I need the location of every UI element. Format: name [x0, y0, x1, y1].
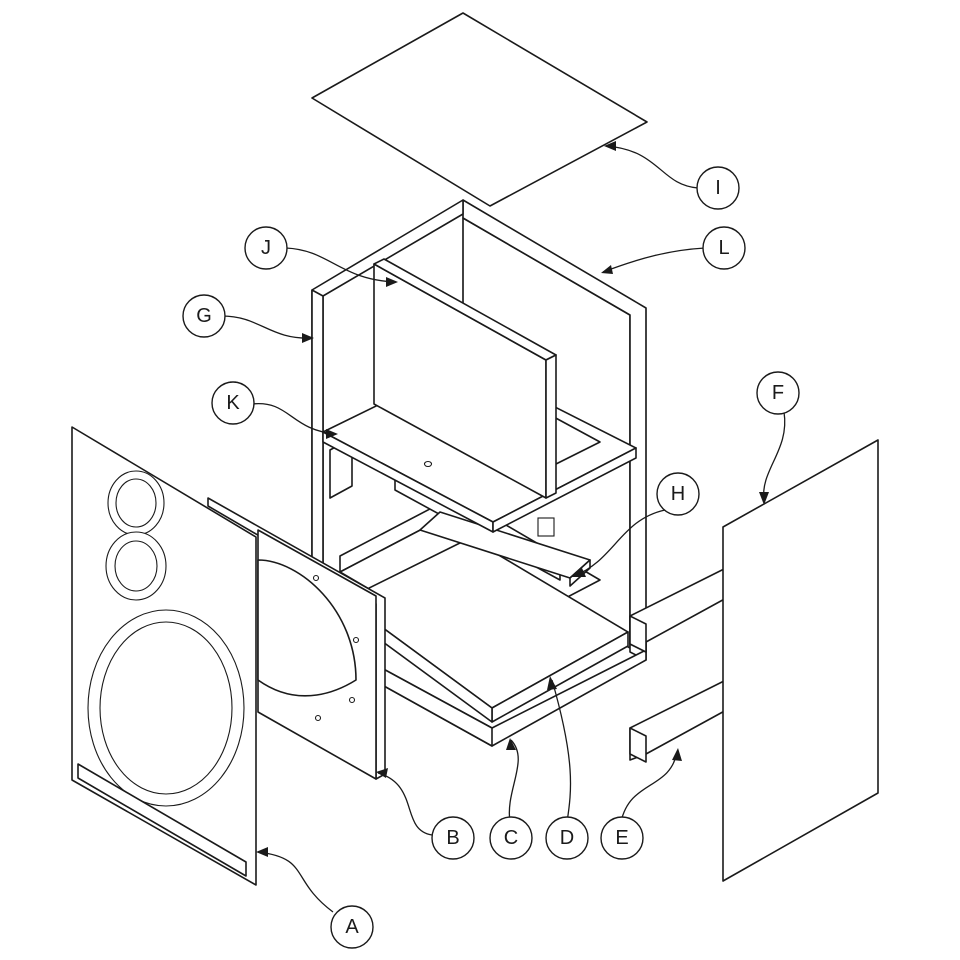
woofer-icon	[99, 621, 233, 795]
callout-j-label: J	[261, 237, 271, 259]
screw-hole-2	[352, 636, 360, 644]
upper-brace-e-end	[629, 615, 647, 653]
callout-b: B	[431, 816, 475, 860]
tweeter-icon	[115, 478, 157, 528]
screw-hole-3	[348, 696, 356, 704]
callout-f: F	[756, 371, 800, 415]
terminal-cutout	[537, 517, 555, 537]
screw-hole-4	[314, 714, 322, 722]
front-baffle-a	[71, 426, 257, 886]
midrange-icon	[114, 540, 158, 592]
side-panel-f-face	[722, 439, 879, 882]
callout-l-label: L	[718, 237, 729, 259]
side-panel-f	[722, 439, 879, 882]
callout-b-label: B	[446, 827, 459, 849]
callout-k-label: K	[226, 392, 240, 414]
divider-panel-j	[373, 258, 557, 499]
callout-h: H	[656, 472, 700, 516]
callout-c-label: C	[504, 827, 518, 849]
bottom-panels	[329, 537, 647, 747]
divider-j-edge	[545, 354, 557, 499]
baffle-frame-b-cutout	[257, 559, 357, 697]
callout-e: E	[600, 816, 644, 860]
callout-h-label: H	[671, 483, 685, 505]
callout-i-label: I	[715, 177, 721, 199]
shelf-k-side	[492, 447, 637, 533]
callout-j: J	[244, 226, 288, 270]
shelf-hole	[423, 460, 433, 468]
callout-g: G	[182, 294, 226, 338]
callout-e-label: E	[615, 827, 628, 849]
callout-i: I	[696, 166, 740, 210]
lower-brace-e-end	[629, 727, 647, 763]
callout-k: K	[211, 381, 255, 425]
baffle-frame-b	[207, 497, 386, 780]
callout-a: A	[330, 905, 374, 949]
callout-f-label: F	[772, 382, 784, 404]
callout-l: L	[702, 226, 746, 270]
leader-lines	[221, 141, 786, 913]
callout-g-label: G	[196, 305, 212, 327]
callout-c: C	[489, 816, 533, 860]
callout-a-label: A	[345, 916, 359, 938]
port-slot	[77, 763, 247, 877]
screw-hole-1	[312, 574, 320, 582]
top-panel-i	[311, 12, 648, 207]
callout-d-label: D	[560, 827, 574, 849]
callout-d: D	[545, 816, 589, 860]
